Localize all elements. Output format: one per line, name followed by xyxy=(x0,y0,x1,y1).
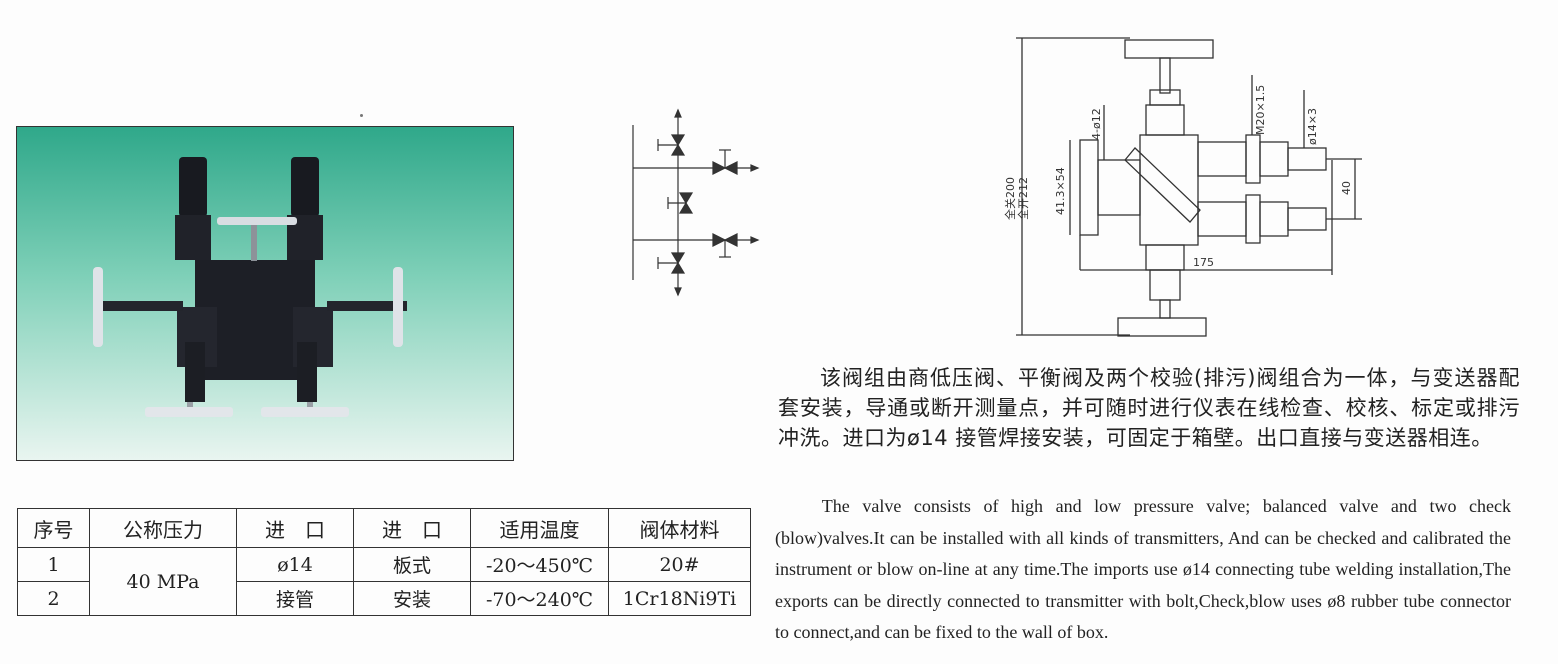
cell-inlet-2: 板式 xyxy=(353,547,471,582)
cell-inlet-1: ø14 xyxy=(236,547,354,582)
english-paragraph: The valve consists of high and low press… xyxy=(775,496,1511,642)
header-pressure: 公称压力 xyxy=(89,508,237,548)
spec-table: 序号 公称压力 进 口 进 口 适用温度 阀体材料 1 40 MPa ø14 板… xyxy=(17,508,751,616)
header-inlet-2: 进 口 xyxy=(353,508,471,548)
dim-tube-label: ø14×3 xyxy=(1306,108,1319,145)
dim-closed-label: 全关200 xyxy=(1003,177,1017,220)
dim-flange-label: 41.3×54 xyxy=(1054,167,1067,215)
cell-no: 1 xyxy=(17,547,90,582)
cell-temperature: -70～240℃ xyxy=(470,581,609,616)
cell-material: 1Cr18Ni9Ti xyxy=(608,581,751,616)
chinese-description: 该阀组由商低压阀、平衡阀及两个校验(排污)阀组合为一体，与变送器配套安装，导通或… xyxy=(778,363,1520,453)
cell-pressure: 40 MPa xyxy=(89,547,237,616)
header-temperature: 适用温度 xyxy=(470,508,609,548)
cell-material: 20# xyxy=(608,547,751,582)
dim-open-label: 全开212 xyxy=(1016,177,1030,220)
product-photo xyxy=(16,126,514,461)
table-header-row: 序号 公称压力 进 口 进 口 适用温度 阀体材料 xyxy=(17,508,751,548)
valve-schematic xyxy=(628,105,768,300)
manifold-valve-illustration xyxy=(93,157,407,417)
cell-no: 2 xyxy=(17,581,90,616)
english-description: The valve consists of high and low press… xyxy=(775,491,1511,649)
dimension-drawing: 全关200 全开212 41.3×54 4-ø12 M20×1.5 ø14×3 … xyxy=(1000,30,1380,342)
header-no: 序号 xyxy=(17,508,90,548)
dim-spacing-label: 40 xyxy=(1340,181,1353,195)
cell-inlet-1: 接管 xyxy=(236,581,354,616)
table-row: 2 接管 安装 -70～240℃ 1Cr18Ni9Ti xyxy=(17,581,751,616)
stray-dot xyxy=(360,114,363,117)
dim-thread-label: M20×1.5 xyxy=(1254,85,1267,135)
cell-inlet-2: 安装 xyxy=(353,581,471,616)
header-inlet-1: 进 口 xyxy=(236,508,354,548)
dim-width-label: 175 xyxy=(1193,256,1214,269)
header-material: 阀体材料 xyxy=(608,508,751,548)
chinese-paragraph: 该阀组由商低压阀、平衡阀及两个校验(排污)阀组合为一体，与变送器配套安装，导通或… xyxy=(778,366,1520,450)
cell-temperature: -20～450℃ xyxy=(470,547,609,582)
table-row: 1 40 MPa ø14 板式 -20～450℃ 20# xyxy=(17,547,751,616)
dim-holes-label: 4-ø12 xyxy=(1090,108,1103,140)
